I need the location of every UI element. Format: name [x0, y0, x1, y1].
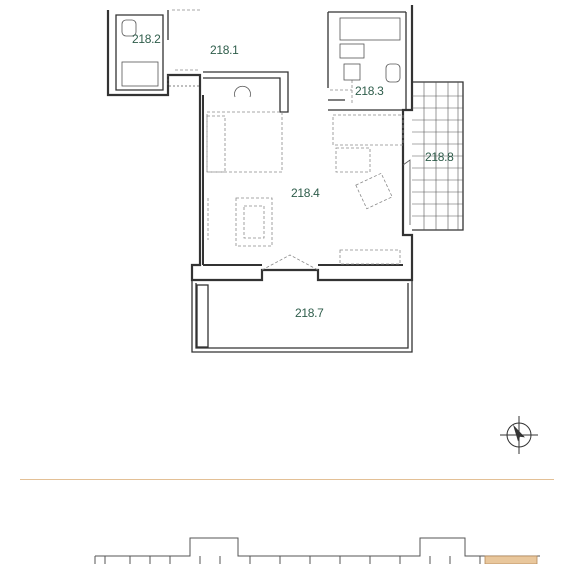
floor-plan: [106, 5, 464, 353]
balcony-bottom-outline: [191, 280, 413, 353]
key-plan: [94, 537, 540, 564]
section-divider: [20, 479, 554, 480]
compass-icon: [500, 416, 538, 454]
apartment-outline: [106, 5, 414, 282]
highlighted-unit: [484, 555, 538, 564]
